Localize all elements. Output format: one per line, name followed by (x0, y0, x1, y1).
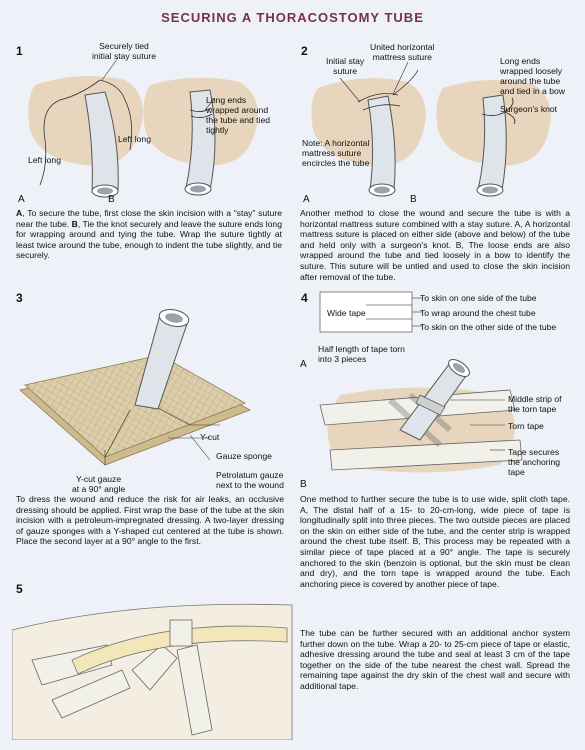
caption-1-b-label: B (71, 218, 78, 229)
tube-2a (367, 95, 396, 191)
panel-1-illustration (28, 57, 258, 198)
label-securely-tied: Securely tied initial stay suture (92, 41, 157, 61)
label-half-length: Half length of tape torn into 3 pieces (318, 344, 405, 364)
middle-strip-wrap (415, 394, 446, 416)
label-long-ends-tied: Long ends wrapped around the tube and ti… (206, 95, 271, 135)
suture-a (39, 79, 101, 186)
label-torn-tape: Torn tape (508, 421, 544, 431)
label-to-skin-one: To skin on one side of the tube (420, 293, 537, 303)
label-p1-b: B (108, 194, 115, 205)
panel-4-number: 4 (301, 291, 308, 305)
label-p2-b: B (410, 194, 417, 205)
label-note-mattress: Note: A horizontal mattress suture encir… (302, 138, 370, 168)
label-p4-b: B (300, 479, 307, 490)
tube-5 (71, 625, 288, 675)
panel-1-number: 1 (16, 44, 23, 58)
caption-1-a: , To secure the tube, first close the sk… (16, 208, 282, 229)
suture-wrap-b (189, 107, 213, 119)
panel-4-caption: One method to further secure the tube is… (300, 494, 570, 589)
panel-4b-illustration (319, 359, 523, 473)
gauze-sponge-layer (24, 354, 246, 458)
tape-strip-middle (131, 644, 178, 691)
panel-5-caption: The tube can be further secured with an … (300, 628, 570, 691)
label-p2-a: A (303, 194, 310, 205)
panel-3-number: 3 (16, 291, 23, 305)
label-initial-stay: Initial stay suture (326, 56, 365, 76)
label-left-long-right: Left long (118, 134, 151, 144)
tape-strip-right (176, 644, 213, 736)
label-gauze-sponge: Gauze sponge (216, 451, 272, 461)
label-surgeons-knot: Surgeon's knot (500, 104, 558, 114)
caption-1-b: , Tie the knot securely and leave the su… (16, 218, 282, 261)
panel-1-caption: A, To secure the tube, first close the s… (16, 208, 282, 261)
panel-2-number: 2 (301, 44, 308, 58)
tape-wrap-5 (169, 619, 193, 647)
label-wide-tape: Wide tape (327, 308, 366, 318)
label-to-wrap: To wrap around the chest tube (420, 308, 536, 318)
label-y-cut-gauze: Y-cut gauze at a 90° angle (72, 474, 126, 494)
label-p1-a: A (18, 194, 25, 205)
panel-5-illustration (12, 603, 293, 740)
label-united-mattress: United horizontal mattress suture (370, 42, 435, 62)
label-tape-secures: Tape secures the anchoring tape (508, 447, 561, 477)
tape-strip-lower-left (51, 669, 131, 719)
label-y-cut: Y-cut (200, 432, 220, 442)
label-left-long-left: Left long (28, 155, 61, 165)
panel-2-illustration (311, 61, 551, 197)
panel-2-caption: Another method to close the wound and se… (300, 208, 570, 282)
skin-patch-2a (311, 78, 426, 166)
panel-4a-tape-diagram (319, 291, 422, 333)
label-p4-a: A (300, 359, 307, 370)
page-title: SECURING A THORACOSTOMY TUBE (161, 10, 424, 25)
mattress-suture-2a (357, 69, 419, 111)
panel-3-caption: To dress the wound and reduce the risk f… (16, 494, 284, 547)
anchor-tape-bottom (329, 439, 523, 471)
caption-1-a-label: A (16, 208, 23, 218)
label-middle-strip: Middle strip of the torn tape (508, 394, 562, 414)
label-petrolatum-gauze: Petrolatum gauze next to the wound (216, 470, 284, 490)
label-long-ends-bow: Long ends wrapped loosely around the tub… (500, 56, 565, 96)
bow-suture-2b (481, 97, 516, 125)
panel-3-illustration (19, 309, 251, 466)
panel-5-number: 5 (16, 582, 23, 596)
label-to-skin-other: To skin on the other side of the tube (420, 322, 557, 332)
